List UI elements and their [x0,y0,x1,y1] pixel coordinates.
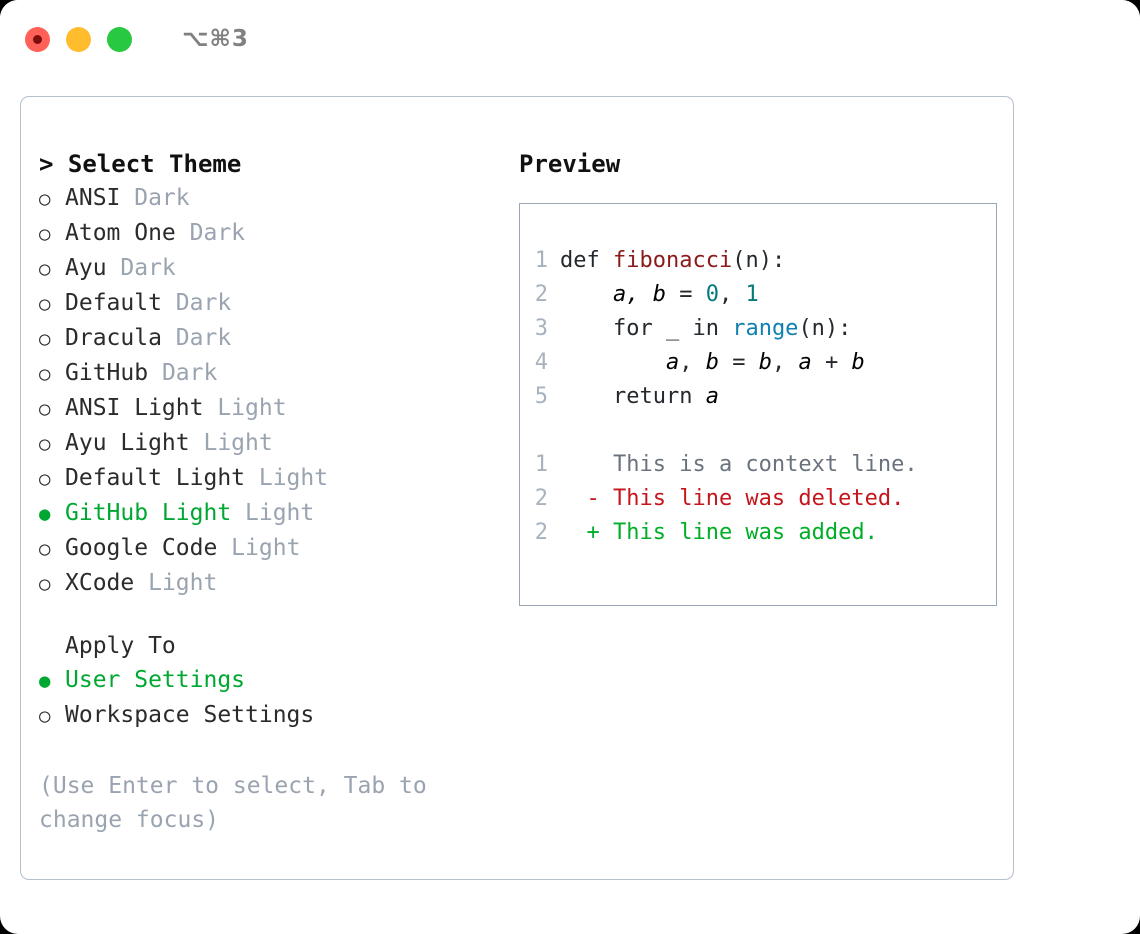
theme-item-label: Google Code [65,535,218,561]
radio-selected-icon: ● [39,503,51,525]
diff-line-number: 1 [534,452,548,477]
theme-list[interactable]: ○ ANSI Dark ○ Atom One Dark ○ Ayu Dark ○ Defaul… [39,181,499,601]
radio-unselected-icon: ○ [39,398,51,420]
theme-item-variant-tag: Light [134,570,218,596]
theme-item-label: ANSI Light [65,395,204,421]
theme-item-label: Default [65,290,162,316]
theme-selection-column: > Select Theme ○ANSI Dark○Atom One Dark○… [39,147,499,837]
diff-line-number: 2 [534,520,548,545]
apply-to-item-label: Workspace Settings [65,702,315,728]
theme-item-variant-tag: Dark [161,290,232,316]
theme-item-label: GitHub [65,360,149,386]
diff-line: 2 - This line was deleted. [534,482,996,516]
theme-item-label: Dracula [65,325,162,351]
theme-item-variant-tag: Dark [175,220,246,246]
minimize-button[interactable] [66,26,91,52]
theme-item-variant-tag: Light [189,430,273,456]
theme-item-variant-tag: Dark [106,255,176,281]
theme-item-label: Default Light [65,465,246,491]
radio-unselected-icon: ○ [39,573,51,595]
radio-unselected-icon: ○ [39,223,51,245]
theme-item-2[interactable]: ○ Ayu Dark [39,251,499,286]
code-line-number: 4 [534,350,548,375]
theme-item-11[interactable]: ○ XCode Light [39,566,499,601]
radio-selected-icon: ● [39,670,51,692]
theme-selector-panel: > Select Theme ○ANSI Dark○Atom One Dark○… [20,96,1014,880]
code-line-content: for _ in range(n): [612,316,852,341]
diff-line-content: - This line was deleted. [560,486,905,511]
radio-unselected-icon: ○ [39,188,51,210]
code-line-content: a, b = b, a + b [665,350,865,375]
theme-item-variant-tag: Light [231,500,315,526]
radio-unselected-icon: ○ [39,433,51,455]
theme-item-variant-tag: Dark [148,360,218,386]
theme-item-0[interactable]: ○ ANSI Dark [39,181,499,216]
theme-item-5[interactable]: ○ GitHub Dark [39,356,499,391]
code-line-content: def fibonacci(n): [560,248,786,273]
code-line: 4 a, b = b, a + b [534,346,996,380]
keyboard-shortcut-label: ⌥⌘3 [182,26,249,52]
apply-to-item-0[interactable]: ● User Settings [39,663,499,698]
radio-unselected-icon: ○ [39,468,51,490]
diff-sample: 1 This is a context line.2 - This line w… [534,448,996,550]
keyboard-hint-text: (Use Enter to select, Tab to change focu… [39,773,427,833]
theme-item-label: ANSI [65,185,121,211]
theme-item-label: Ayu [65,255,107,281]
diff-line: 2 + This line was added. [534,516,996,550]
code-line: 2 a, b = 0, 1 [534,278,996,312]
theme-item-4[interactable]: ○ Dracula Dark [39,321,499,356]
theme-item-label: GitHub Light [65,500,232,526]
select-theme-heading: > Select Theme [39,150,242,178]
theme-item-variant-tag: Light [245,465,329,491]
code-line: 5 return a [534,380,996,414]
code-line-number: 3 [534,316,548,341]
theme-item-8[interactable]: ○ Default Light Light [39,461,499,496]
radio-unselected-icon: ○ [39,328,51,350]
theme-item-10[interactable]: ○ Google Code Light [39,531,499,566]
theme-item-label: XCode [65,570,135,596]
code-line-number: 5 [534,384,548,409]
theme-item-label: Atom One [65,220,176,246]
code-line-number: 1 [534,248,548,273]
apply-to-list[interactable]: ● User Settings ○ Workspace Settings [39,663,499,733]
code-line: 1 def fibonacci(n): [534,244,996,278]
theme-item-variant-tag: Light [217,535,301,561]
theme-item-variant-tag: Dark [161,325,232,351]
theme-item-7[interactable]: ○ Ayu Light Light [39,426,499,461]
window-titlebar: ⌥⌘3 [0,0,1140,78]
theme-item-variant-tag: Dark [120,185,190,211]
traffic-lights [25,26,132,52]
theme-item-9[interactable]: ● GitHub Light Light [39,496,499,531]
close-button[interactable] [25,26,50,52]
diff-line-number: 2 [534,486,548,511]
radio-unselected-icon: ○ [39,538,51,560]
code-line-number: 2 [534,282,548,307]
code-line-content: return a [612,384,719,409]
diff-line: 1 This is a context line. [534,448,996,482]
theme-item-label: Ayu Light [65,430,190,456]
maximize-button[interactable] [107,26,132,52]
code-line-content: a, b = 0, 1 [612,282,759,307]
theme-item-6[interactable]: ○ ANSI Light Light [39,391,499,426]
code-line: 3 for _ in range(n): [534,312,996,346]
apply-to-item-label: User Settings [65,667,246,693]
radio-unselected-icon: ○ [39,363,51,385]
apply-to-heading: Apply To [65,633,176,659]
diff-line-content: + This line was added. [560,520,878,545]
theme-item-variant-tag: Light [203,395,287,421]
theme-item-3[interactable]: ○ Default Dark [39,286,499,321]
radio-unselected-icon: ○ [39,293,51,315]
theme-item-1[interactable]: ○ Atom One Dark [39,216,499,251]
radio-unselected-icon: ○ [39,258,51,280]
radio-unselected-icon: ○ [39,705,51,727]
preview-heading: Preview [519,150,621,178]
apply-to-item-1[interactable]: ○ Workspace Settings [39,698,499,733]
diff-line-content: This is a context line. [560,452,918,477]
